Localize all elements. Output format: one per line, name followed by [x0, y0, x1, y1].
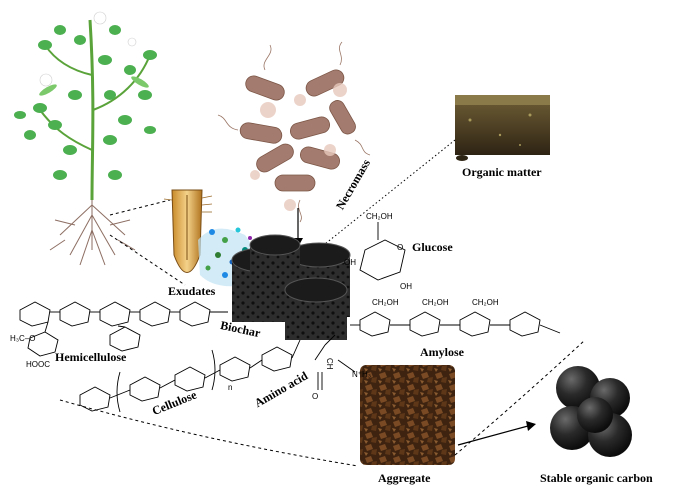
stable-carbon-balls [550, 366, 632, 457]
pea-plant-illustration [14, 11, 157, 266]
glucose-oh-bottom: OH [400, 282, 412, 291]
amylose-label: Amylose [420, 345, 464, 359]
glucose-o: O [397, 243, 404, 252]
stable-organic-carbon-label: Stable organic carbon [540, 471, 653, 485]
exudates-label: Exudates [168, 284, 216, 298]
organic-matter-label: Organic matter [462, 165, 542, 179]
chemical-structures [19, 222, 561, 413]
glucose-ch2oh: CH₂OH [366, 212, 393, 221]
glucose-label: Glucose [412, 240, 453, 254]
root-tip-illustration [163, 189, 213, 273]
hemicellulose-label: Hemicellulose [55, 350, 127, 364]
necromass-microbes [217, 41, 371, 223]
organic-matter-block [455, 95, 550, 161]
aggregate-label: Aggregate [378, 471, 431, 485]
cellulose-n: n [228, 383, 233, 392]
amylose-ch2oh-2: CH₂OH [422, 298, 449, 307]
biochar-cluster [231, 234, 351, 340]
amino-o: O [312, 392, 319, 401]
aggregate-block [360, 365, 455, 465]
hemicellulose-h3co: H₃C–O [10, 334, 36, 343]
glucose-oh-left: OH [344, 258, 356, 267]
amino-ch: CH [325, 358, 334, 370]
amino-nh3: N⁺H₃ [352, 370, 372, 379]
amylose-ch2oh-3: CH₂OH [472, 298, 499, 307]
hemicellulose-hooc: HOOC [26, 360, 50, 369]
amylose-ch2oh-1: CH₂OH [372, 298, 399, 307]
